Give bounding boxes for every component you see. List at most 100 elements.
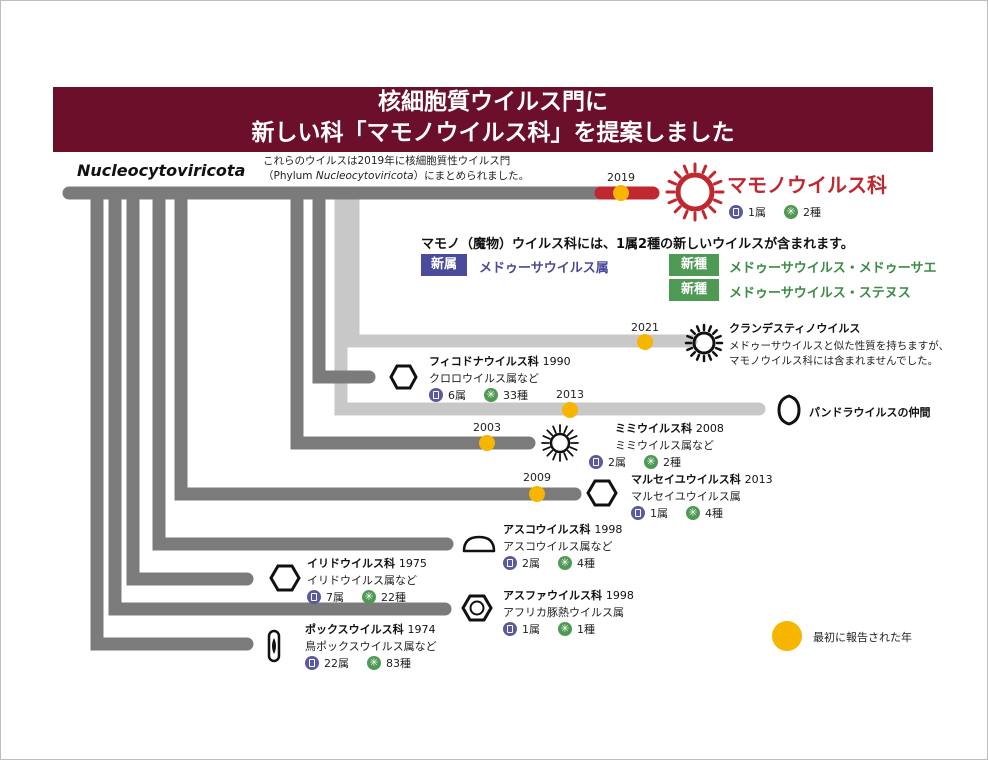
irido-counts: 7属 22種	[307, 589, 406, 605]
new-species-tag-2: 新種	[669, 279, 719, 301]
marsei-genera: 1属	[650, 507, 668, 520]
mimi-year: 2008	[695, 422, 724, 435]
year-dot-2003	[479, 435, 495, 451]
year-label-2009: 2009	[523, 471, 551, 484]
pandora-virus-icon	[777, 394, 801, 426]
branch-phycodna	[312, 194, 376, 384]
year-label-2013: 2013	[556, 388, 584, 401]
year-dot-2021	[637, 334, 653, 350]
mamono-family-name: マモノウイルス科	[727, 173, 887, 197]
new-genus-name: メドゥーサウイルス属	[479, 261, 609, 276]
phylum-label: Nucleocytoviricota	[77, 161, 246, 180]
year-label-2003: 2003	[473, 421, 501, 434]
phycodna-counts: 6属 33種	[429, 387, 528, 403]
species-icon	[784, 204, 798, 220]
branch-pandora	[334, 194, 766, 416]
year-label-2019: 2019	[607, 171, 635, 184]
mimi-counts: 2属 2種	[589, 454, 681, 470]
irido-sub: イリドウイルス属など	[307, 574, 417, 587]
branch-marsei	[174, 194, 582, 501]
phylum-note-line-2: （Phylum Nucleocytoviricota）にまとめられました。	[263, 169, 529, 184]
new-genus-tag: 新属	[421, 254, 467, 276]
asco-counts: 2属 4種	[503, 555, 595, 571]
new-species-tag-1: 新種	[669, 254, 719, 276]
clandestino-desc-2: マモノウイルス科には含まれませんでした。	[729, 355, 939, 367]
asfar-counts: 1属 1種	[503, 621, 595, 637]
new-species-name-2: メドゥーサウイルス・ステヌス	[729, 286, 911, 301]
pox-name: ポックスウイルス科	[305, 623, 404, 636]
phylum-note-line-1: これらのウイルスは2019年に核細胞質性ウイルス門	[263, 155, 511, 167]
year-dot-2019	[613, 185, 629, 201]
asco-genera: 2属	[522, 557, 540, 570]
mimi-title: ミミウイルス科 2008	[615, 420, 724, 436]
branch-irido	[126, 194, 254, 586]
title-line-2: 新しい科「マモノウイルス科」を提案しました	[251, 120, 735, 146]
phycodna-title: フィコドナウイルス科 1990	[429, 353, 571, 369]
genus-icon	[307, 590, 321, 604]
phycodna-sub: クロロウイルス属など	[429, 372, 539, 385]
irido-name: イリドウイルス科	[307, 557, 395, 570]
marsei-counts: 1属 4種	[631, 505, 723, 521]
phycodna-virus-icon	[389, 364, 418, 390]
genus-icon	[503, 622, 517, 636]
phycodna-year: 1990	[542, 355, 571, 368]
marsei-sub: マルセイユウイルス属	[631, 490, 741, 503]
asfar-species: 1種	[577, 623, 595, 636]
asfar-genera: 1属	[522, 623, 540, 636]
genus-icon	[631, 506, 645, 520]
year-label-2021: 2021	[631, 321, 659, 334]
clandestino-name: クランデスティノウイルス	[729, 322, 861, 335]
species-icon	[558, 555, 572, 571]
pandora-name: パンドラウイルスの仲間	[809, 406, 931, 419]
note-italic: Nucleocytoviricota	[315, 170, 414, 182]
branch-pox	[90, 194, 254, 651]
asfar-virus-icon	[461, 594, 493, 622]
mamono-species: 2種	[803, 206, 821, 219]
marsei-title: マルセイユウイルス科 2013	[631, 471, 773, 487]
headline: マモノ（魔物）ウイルス科には、1属2種の新しいウイルスが含まれます。	[421, 237, 854, 252]
species-icon	[558, 621, 572, 637]
irido-year: 1975	[398, 557, 427, 570]
genus-icon	[589, 455, 603, 469]
asfar-name: アスファウイルス科	[503, 589, 602, 602]
pox-counts: 22属 83種	[305, 655, 411, 671]
species-icon	[362, 589, 376, 605]
genus-icon	[305, 656, 319, 670]
title-line-1: 核細胞質ウイルス門に	[378, 89, 608, 115]
species-icon	[686, 505, 700, 521]
marsei-virus-icon	[586, 479, 618, 507]
asfar-title: アスファウイルス科 1998	[503, 587, 634, 603]
asco-sub: アスコウイルス属など	[503, 540, 613, 553]
legend-label: 最初に報告された年	[813, 631, 912, 644]
mimi-virus-icon	[541, 424, 579, 462]
mamono-genera: 1属	[748, 206, 766, 219]
marsei-year: 2013	[744, 473, 773, 486]
species-icon	[367, 655, 381, 671]
mimi-name: ミミウイルス科	[615, 422, 692, 435]
pox-species: 83種	[386, 657, 411, 670]
pox-year: 1974	[407, 623, 436, 636]
legend-year-dot	[772, 621, 802, 651]
pox-title: ポックスウイルス科 1974	[305, 621, 436, 637]
genus-icon	[729, 205, 743, 219]
mimi-species: 2種	[663, 456, 681, 469]
branch-asfar	[108, 194, 452, 616]
clandestino-desc-1: メドゥーサウイルスと似た性質を持ちますが、	[729, 340, 950, 352]
mamono-counts: 1属 2種	[729, 204, 821, 220]
phycodna-genera: 6属	[448, 389, 466, 402]
pox-virus-icon	[267, 629, 281, 663]
year-dot-2013	[562, 402, 578, 418]
pox-genera: 22属	[324, 657, 349, 670]
year-dot-2009	[529, 486, 545, 502]
irido-species: 22種	[381, 591, 406, 604]
pox-sub: 鳥ポックスウイルス属など	[305, 640, 437, 653]
branch-asco	[152, 194, 454, 551]
asco-title: アスコウイルス科 1998	[503, 521, 622, 537]
mamono-virus-icon	[665, 162, 725, 222]
genus-icon	[429, 388, 443, 402]
note-suffix: ）にまとめられました。	[413, 170, 530, 182]
phycodna-name: フィコドナウイルス科	[429, 355, 539, 368]
mimi-genera: 2属	[608, 456, 626, 469]
